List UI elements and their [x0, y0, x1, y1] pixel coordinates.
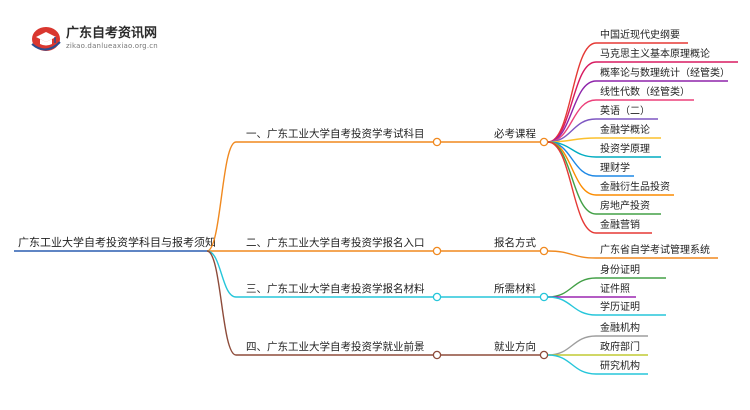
branch-1-leaf-6: 金融学概论: [600, 123, 650, 136]
branch-1-leaf-7: 投资学原理: [600, 142, 650, 155]
branch-4-leaf-2: 政府部门: [600, 340, 640, 353]
branch-2-subtopic: 报名方式: [494, 236, 536, 249]
branch-3-topic: 三、广东工业大学自考投资学报名材料: [246, 282, 425, 295]
graduation-cap-logo-icon: [31, 27, 61, 51]
branch-4-leaf-3-connector: [547, 354, 597, 375]
branch-1-leaf-2: 马克思主义基本原理概论: [600, 47, 710, 60]
branch-1-leaf-10-connector: [547, 141, 597, 215]
branch-1-leaf-9: 金融衍生品投资: [600, 180, 670, 193]
branch-4-leaf-1: 金融机构: [600, 321, 640, 334]
branch-1-leaf-2-connector: [547, 61, 597, 143]
branch-2-topic: 二、广东工业大学自考投资学报名入口: [246, 236, 425, 249]
branch-4-leaf-1-connector: [547, 335, 597, 356]
branch-4-collapse-toggle[interactable]: [432, 350, 442, 360]
branch-2-leaf-1: 广东省自学考试管理系统: [600, 243, 710, 256]
branch-3-leaf-3: 学历证明: [600, 300, 640, 313]
branch-1-leaf-4-connector: [547, 99, 597, 143]
branch-1-leaf-3: 概率论与数理统计（经管类）: [600, 66, 730, 79]
branch-3-connector: [206, 250, 237, 298]
branch-2-collapse-toggle[interactable]: [432, 246, 442, 256]
branch-1-leaf-4: 线性代数（经管类）: [600, 85, 690, 98]
branch-3-subtopic-collapse-toggle[interactable]: [539, 292, 549, 302]
branch-1-leaf-11-connector: [547, 141, 597, 234]
root-topic: 广东工业大学自考投资学科目与报考须知: [18, 235, 216, 249]
branch-4-leaf-3: 研究机构: [600, 359, 640, 372]
branch-3-leaf-2: 证件照: [600, 283, 630, 295]
branch-1-connector: [206, 141, 237, 252]
branch-4-subtopic: 就业方向: [494, 340, 536, 353]
branch-1-leaf-8-connector: [547, 141, 597, 177]
branch-3-collapse-toggle[interactable]: [432, 292, 442, 302]
branch-1-leaf-1: 中国近现代史纲要: [600, 28, 680, 41]
branch-4-subtopic-collapse-toggle[interactable]: [539, 350, 549, 360]
branch-1-subtopic-collapse-toggle[interactable]: [539, 137, 549, 147]
branch-1-collapse-toggle[interactable]: [432, 137, 442, 147]
branch-2-leaf-1-connector: [547, 250, 597, 259]
site-logo[interactable]: 广东自考资讯网 zikao.danlueaxiao.org.cn: [30, 20, 210, 60]
branch-1-subtopic: 必考课程: [494, 127, 536, 140]
branch-1-leaf-8: 理财学: [600, 161, 630, 174]
branch-1-topic: 一、广东工业大学自考投资学考试科目: [246, 127, 425, 140]
branch-2-subtopic-collapse-toggle[interactable]: [539, 246, 549, 256]
branch-3-leaf-3-connector: [547, 296, 597, 316]
branch-1-leaf-1-connector: [547, 42, 597, 143]
branch-4-topic: 四、广东工业大学自考投资学就业前景: [246, 340, 425, 353]
branch-4-connector: [206, 250, 237, 356]
branch-1-leaf-5: 英语（二）: [600, 104, 650, 117]
branch-3-leaf-1-connector: [547, 277, 597, 298]
branch-3-leaf-1: 身份证明: [600, 263, 640, 276]
site-url: zikao.danlueaxiao.org.cn: [66, 42, 158, 50]
site-name: 广东自考资讯网: [66, 26, 158, 41]
branch-3-subtopic: 所需材料: [494, 282, 536, 295]
branch-1-leaf-11: 金融营销: [600, 218, 640, 231]
branch-1-leaf-10: 房地产投资: [600, 199, 650, 212]
